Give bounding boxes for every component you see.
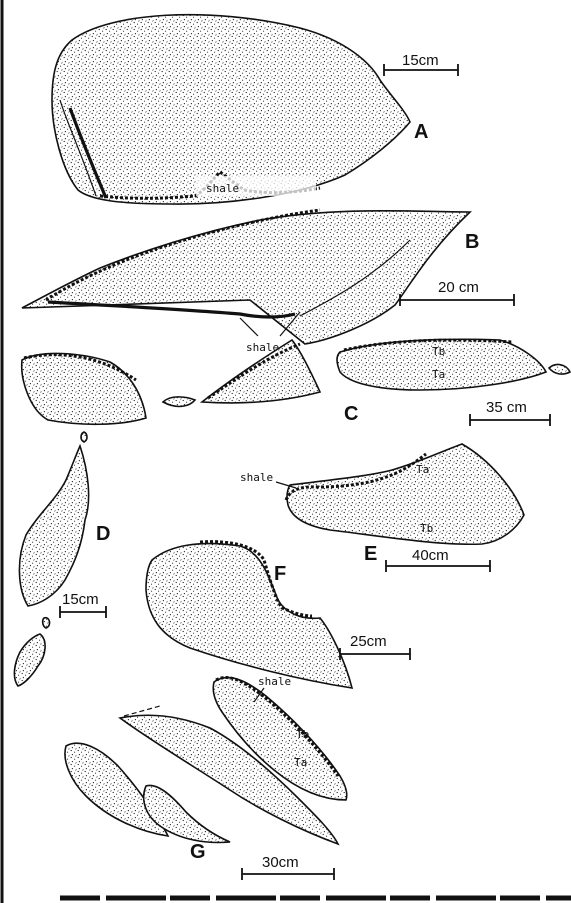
clast-c: Tb Ta C 35 cm: [22, 339, 570, 426]
clast-c-label: C: [344, 403, 358, 425]
clast-c-piece-2: [163, 397, 195, 407]
clast-b-shale-pointer-1: [240, 318, 258, 336]
clast-g-piece-3-top: [124, 706, 160, 716]
clast-g-shale-label: shale: [258, 675, 291, 688]
clast-b: shale B 20 cm: [22, 210, 514, 354]
scale-bar-b: 20 cm: [400, 279, 514, 306]
clast-a-shale-label: shale: [206, 182, 239, 195]
scale-bar-g: 30cm: [242, 854, 334, 880]
clast-d-small-piece: [43, 618, 50, 628]
scale-bar-d-label: 15cm: [62, 591, 99, 608]
clast-d-lower-piece: [14, 634, 45, 686]
clast-c-tb-label: Tb: [432, 345, 445, 358]
clast-g-ta-label: Ta: [294, 756, 307, 769]
clast-d-upper-piece: [19, 446, 88, 606]
clast-e: shale Ta Tb E 40cm: [240, 444, 524, 572]
clast-e-shale-label: shale: [240, 471, 273, 484]
clast-e-ta-label: Ta: [416, 463, 429, 476]
scale-bar-f: 25cm: [340, 633, 410, 660]
scale-bar-f-label: 25cm: [350, 633, 387, 650]
clast-d: D 15cm: [14, 432, 110, 686]
clast-d-tip: [81, 432, 87, 442]
clast-c-ta-label: Ta: [432, 368, 445, 381]
scale-bar-d: 15cm: [60, 591, 106, 618]
clast-a: shale A 15cm: [52, 15, 458, 204]
scale-bar-g-label: 30cm: [262, 854, 299, 871]
clast-e-label: E: [364, 543, 377, 565]
clast-b-label: B: [465, 231, 479, 253]
scale-bar-e: 40cm: [386, 547, 490, 572]
clast-d-label: D: [96, 523, 110, 545]
clast-g: shale Tb Ta G 30cm: [65, 675, 347, 880]
clast-e-body: [287, 444, 524, 544]
scale-bar-c-label: 35 cm: [486, 399, 527, 416]
clast-f-body: [146, 544, 352, 688]
scale-bar-b-label: 20 cm: [438, 279, 479, 296]
clast-e-tb-label: Tb: [420, 522, 433, 535]
clast-c-piece-5: [549, 365, 570, 375]
scale-bar-e-label: 40cm: [412, 547, 449, 564]
clast-a-body: [52, 15, 410, 204]
clast-a-label: A: [414, 121, 428, 143]
clast-g-label: G: [190, 841, 206, 863]
clast-f-label: F: [274, 563, 286, 585]
clast-g-tb-label: Tb: [296, 728, 309, 741]
scale-bar-c: 35 cm: [470, 399, 550, 426]
scale-bar-a-label: 15cm: [402, 52, 439, 69]
scale-bar-a: 15cm: [384, 52, 458, 76]
clast-c-piece-1: [22, 353, 146, 424]
